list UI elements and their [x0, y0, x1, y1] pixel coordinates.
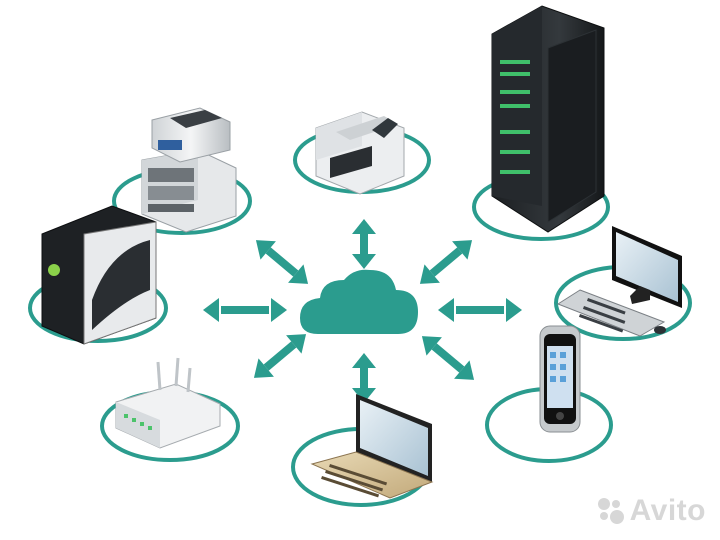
inkjet-printer [315, 111, 405, 195]
connection-arrows [203, 219, 522, 403]
watermark: Avito [597, 494, 706, 528]
cloud-icon [300, 269, 418, 334]
arrow-right [438, 298, 522, 322]
multifunction-printer [141, 107, 237, 233]
arrow-up-left [255, 240, 309, 284]
power-led [48, 264, 60, 276]
smartphone [539, 325, 581, 433]
wifi-router [115, 357, 221, 449]
arrow-up-right [419, 240, 473, 284]
home-button [556, 412, 564, 420]
laptop [310, 394, 434, 499]
watermark-text: Avito [629, 494, 706, 527]
monitor-and-keyboard [556, 226, 682, 337]
desktop-tower [41, 205, 157, 345]
server-rack [491, 5, 605, 233]
mouse [654, 326, 666, 334]
avito-logo-icon [597, 498, 624, 524]
arrow-up [352, 219, 376, 269]
arrow-down-right [421, 336, 475, 380]
arrow-down [352, 353, 376, 403]
arrow-left [203, 298, 287, 322]
server-led-strip [500, 60, 530, 174]
arrow-down-left [253, 334, 307, 378]
